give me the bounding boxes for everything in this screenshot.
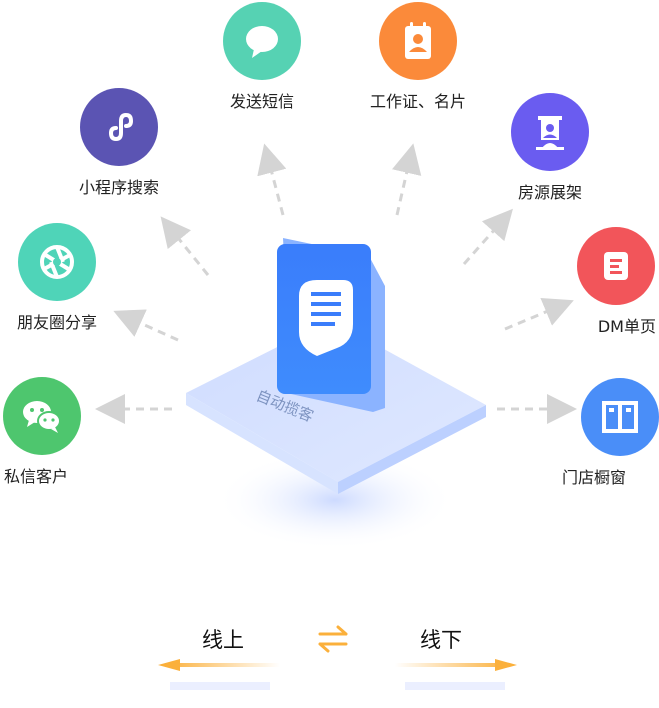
- shelf-label: 房源展架: [517, 183, 582, 202]
- id-badge-icon: [405, 22, 431, 59]
- wechat-label: 私信客户: [4, 467, 69, 486]
- miniprogram-circle: [80, 88, 158, 166]
- node-card: 工作证、名片: [358, 2, 478, 112]
- aperture-icon: [40, 245, 74, 279]
- arrow-shelf: [462, 208, 513, 265]
- window-circle: [581, 378, 659, 456]
- node-wechat: 私信客户: [0, 377, 92, 487]
- moments-circle: [18, 223, 96, 301]
- node-moments: 朋友圈分享: [2, 223, 112, 333]
- chat-bubble-icon: [246, 26, 278, 58]
- card-label: 工作证、名片: [369, 92, 466, 111]
- arrow-dm: [504, 297, 574, 331]
- arrow-sms: [257, 143, 287, 216]
- shop-window-icon: [602, 401, 638, 433]
- node-window: 门店橱窗: [562, 378, 659, 488]
- arrow-card: [392, 143, 422, 216]
- card-circle: [379, 2, 457, 80]
- shelf-circle: [511, 93, 589, 171]
- moments-label: 朋友圈分享: [16, 313, 97, 332]
- sms-circle: [223, 2, 301, 80]
- dm-label: DM单页: [597, 317, 656, 336]
- arrow-miniprogram: [160, 216, 210, 276]
- node-sms: 发送短信: [212, 2, 312, 112]
- mini-program-icon: [109, 112, 134, 142]
- node-dm: DM单页: [566, 227, 659, 337]
- sms-label: 发送短信: [229, 92, 294, 111]
- dm-circle: [577, 227, 655, 305]
- display-stand-icon: [536, 116, 564, 150]
- node-shelf: 房源展架: [500, 93, 600, 203]
- platform-glow: [215, 450, 455, 550]
- wechat-icon: [23, 401, 61, 433]
- leaflet-icon: [604, 252, 628, 280]
- node-miniprogram: 小程序搜索: [69, 88, 169, 198]
- center-app-tile: [277, 238, 385, 412]
- online-arrow: [158, 659, 280, 690]
- miniprogram-label: 小程序搜索: [78, 178, 159, 197]
- dashed-arrows: [95, 143, 577, 424]
- offline-arrow: [395, 659, 517, 690]
- swap-arrows-icon: [318, 625, 348, 653]
- window-label: 门店橱窗: [562, 468, 627, 487]
- online-label: 线上: [202, 628, 244, 652]
- arrow-moments: [113, 309, 179, 342]
- offline-label: 线下: [420, 628, 462, 652]
- wechat-circle: [3, 377, 81, 455]
